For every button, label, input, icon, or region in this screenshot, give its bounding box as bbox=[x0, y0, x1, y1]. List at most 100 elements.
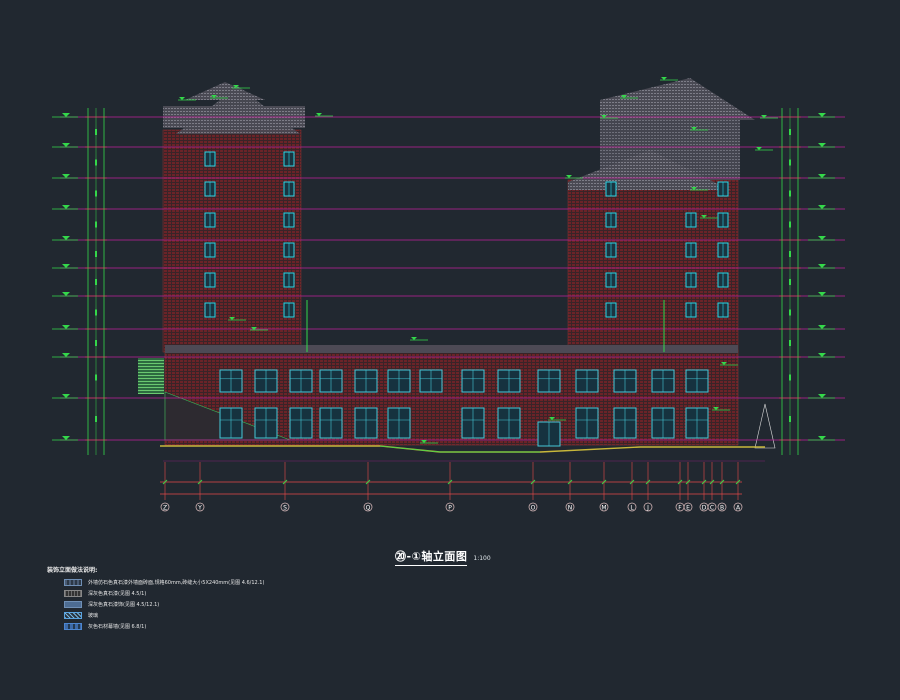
legend-text: 外墙仿石色真石漆外墙面砖面,规格60mm,砖缝大小5X240mm(见图 4.6/… bbox=[88, 580, 265, 586]
grid-axis-label: D bbox=[702, 505, 707, 512]
dim-mark bbox=[789, 340, 791, 346]
floor-level-lines bbox=[60, 116, 845, 462]
elevation-annotations bbox=[178, 77, 778, 444]
grid-axis-label: Y bbox=[197, 505, 202, 512]
grid-tick bbox=[567, 479, 573, 485]
grid-axis-label: N bbox=[568, 505, 573, 512]
annotation-marker bbox=[701, 215, 707, 218]
level-symbol bbox=[818, 264, 826, 268]
dim-mark bbox=[95, 159, 97, 166]
grid-axis-circle bbox=[280, 502, 290, 512]
dim-mark bbox=[789, 309, 791, 316]
dim-mark bbox=[789, 190, 791, 197]
legend-swatch bbox=[64, 612, 82, 619]
legend-item: 外墙仿石色真石漆外墙面砖面,规格60mm,砖缝大小5X240mm(见图 4.6/… bbox=[64, 577, 264, 588]
grid-axis-circle bbox=[363, 502, 373, 512]
grid-tick bbox=[709, 479, 715, 485]
dim-mark bbox=[95, 129, 97, 135]
left-tower-gable bbox=[176, 86, 300, 134]
material-legend: 装饰立面做法说明: 外墙仿石色真石漆外墙面砖面,规格60mm,砖缝大小5X240… bbox=[47, 565, 264, 632]
ground-line bbox=[160, 445, 765, 453]
legend-text: 深灰色真石漆(见图 4.5/1) bbox=[88, 591, 147, 597]
level-symbol bbox=[818, 205, 826, 209]
grid-tick bbox=[601, 479, 607, 485]
right-tower-body bbox=[567, 179, 739, 353]
right-tower-roof-top bbox=[600, 78, 755, 120]
dim-mark bbox=[789, 251, 791, 257]
dim-mark bbox=[95, 190, 97, 197]
right-dimension-chain bbox=[779, 108, 835, 455]
annotation-marker bbox=[601, 115, 607, 118]
dim-mark bbox=[789, 129, 791, 135]
annotation-marker bbox=[549, 417, 555, 420]
grid-axis-circle bbox=[643, 502, 653, 512]
annotation-marker bbox=[411, 337, 417, 340]
level-symbol bbox=[818, 113, 826, 117]
dim-mark bbox=[789, 279, 791, 285]
level-symbol bbox=[62, 143, 70, 147]
annotation-marker bbox=[691, 187, 697, 190]
grid-tick bbox=[735, 479, 741, 485]
level-symbol bbox=[62, 264, 70, 268]
grid-axis-circle bbox=[707, 502, 717, 512]
annotation-marker bbox=[661, 77, 667, 80]
grid-axis-label: E bbox=[686, 505, 690, 512]
drawing-scale: 1:100 bbox=[473, 555, 491, 562]
level-symbol bbox=[62, 292, 70, 296]
legend-text: 玻璃 bbox=[88, 613, 99, 619]
annotation-marker bbox=[566, 175, 572, 178]
grid-tick bbox=[677, 479, 683, 485]
level-symbol bbox=[62, 325, 70, 329]
tower-windows bbox=[204, 151, 729, 352]
grid-axis-circle bbox=[195, 502, 205, 512]
legend-swatch bbox=[64, 623, 82, 630]
grid-axis-label: Z bbox=[163, 505, 167, 512]
annotation-marker bbox=[421, 440, 427, 443]
stair-block bbox=[138, 358, 164, 394]
grid-tick bbox=[685, 479, 691, 485]
grid-tick bbox=[530, 479, 536, 485]
legend-swatch bbox=[64, 579, 82, 586]
legend-text: 灰色石材幕墙(见图 6.8/1) bbox=[88, 624, 147, 630]
annotation-marker bbox=[721, 362, 727, 365]
dim-mark bbox=[95, 340, 97, 346]
grid-axis-circle bbox=[733, 502, 743, 512]
legend-item: 灰色石材幕墙(见图 6.8/1) bbox=[64, 621, 264, 632]
legend-item: 深灰色真石漆饰(见图 4.5/12.1) bbox=[64, 599, 264, 610]
legend-text: 深灰色真石漆饰(见图 4.5/12.1) bbox=[88, 602, 160, 608]
dim-mark bbox=[95, 416, 97, 422]
drawing-title: ⑳-①轴立面图 bbox=[395, 548, 468, 566]
level-symbol bbox=[818, 143, 826, 147]
grid-axis-circle bbox=[627, 502, 637, 512]
grid-axis-label: A bbox=[736, 505, 741, 512]
level-symbol bbox=[62, 236, 70, 240]
ground-profile bbox=[160, 445, 765, 453]
level-symbol bbox=[818, 174, 826, 178]
grid-axis-label: B bbox=[720, 505, 724, 512]
grid-tick bbox=[197, 479, 203, 485]
dim-mark bbox=[95, 221, 97, 228]
annotation-marker bbox=[761, 115, 767, 118]
legend-item: 玻璃 bbox=[64, 610, 264, 621]
annotation-marker bbox=[229, 317, 235, 320]
grid-tick bbox=[282, 479, 288, 485]
level-symbol bbox=[62, 353, 70, 357]
annotation-marker bbox=[316, 113, 322, 116]
annotation-marker bbox=[251, 327, 257, 330]
legend-heading: 装饰立面做法说明: bbox=[47, 567, 98, 574]
tower-bodies bbox=[162, 78, 755, 353]
grid-tick bbox=[645, 479, 651, 485]
grid-tick bbox=[629, 479, 635, 485]
annotation-marker bbox=[233, 85, 239, 88]
level-symbol bbox=[818, 353, 826, 357]
grid-tick bbox=[365, 479, 371, 485]
grid-tick bbox=[162, 479, 168, 485]
dim-mark bbox=[789, 416, 791, 422]
grid-tick bbox=[701, 479, 707, 485]
grid-axis-circle bbox=[717, 502, 727, 512]
podium-parapet bbox=[165, 345, 738, 353]
grid-axis-circle bbox=[528, 502, 538, 512]
annotation-marker bbox=[713, 407, 719, 410]
